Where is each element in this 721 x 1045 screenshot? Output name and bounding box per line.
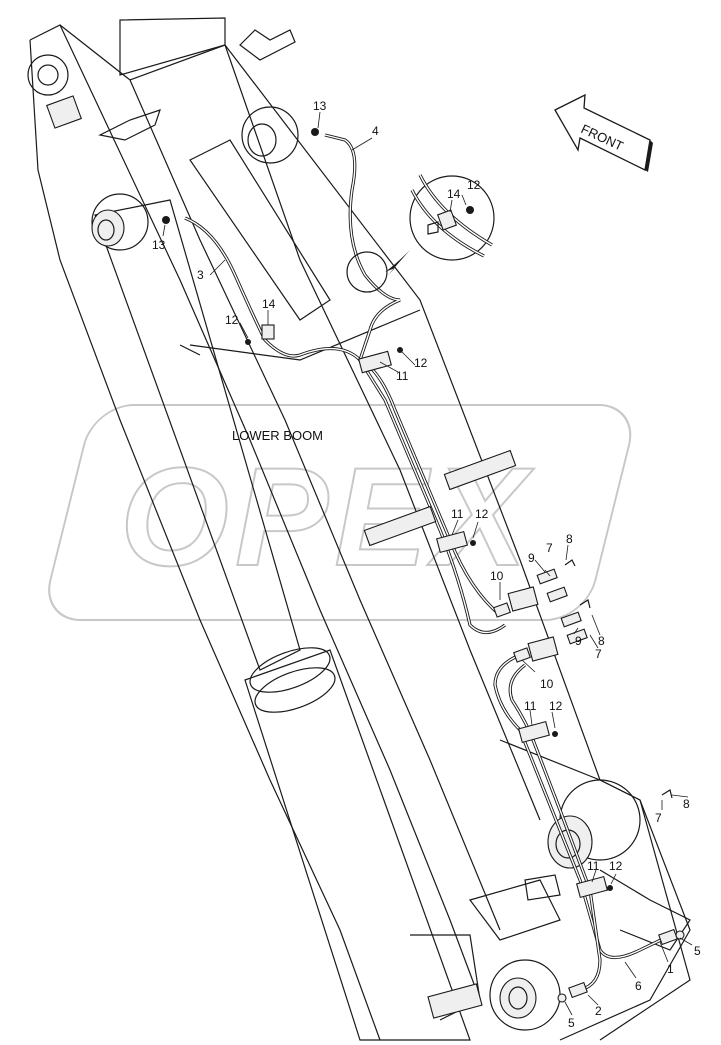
callout-11-mid-clamp: 11 <box>451 507 464 521</box>
callout-7-lower: 7 <box>655 811 662 825</box>
callout-14: 14 <box>262 297 276 311</box>
callout-11-upper-clamp: 11 <box>396 369 409 383</box>
callout-10-upper: 10 <box>490 569 504 583</box>
callout-5-right: 5 <box>694 944 701 958</box>
callout-9-upper: 9 <box>528 551 535 565</box>
lower-boom-label: LOWER BOOM <box>232 428 323 443</box>
callout-12-mid-clamp: 12 <box>475 507 489 521</box>
callout-1: 1 <box>667 962 674 976</box>
callout-6: 6 <box>635 979 642 993</box>
front-arrow-icon: FRONT <box>554 93 653 172</box>
hose-clamps <box>261 324 609 899</box>
callout-8-upper: 8 <box>566 532 573 546</box>
leader-lines <box>162 111 693 1016</box>
callout-12-upper-clamp: 12 <box>414 356 428 370</box>
watermark-text: OPEX <box>120 438 535 595</box>
callout-2: 2 <box>595 1004 602 1018</box>
boom-cylinder <box>91 106 483 1041</box>
detail-callout-14: 14 <box>447 187 461 201</box>
bolts-fittings <box>162 128 685 1003</box>
callout-11-foot-clamp: 11 <box>587 859 600 873</box>
callout-4: 4 <box>372 124 379 138</box>
callouts: 13 4 13 3 14 12 12 11 11 12 8 7 9 10 8 9… <box>152 99 701 1030</box>
callout-12-clip: 12 <box>225 313 239 327</box>
callout-12-lower-clamp: 12 <box>549 699 563 713</box>
callout-3: 3 <box>197 268 204 282</box>
detail-callout-12: 12 <box>467 178 481 192</box>
callout-8-lower: 8 <box>683 797 690 811</box>
callout-11-lower-clamp: 11 <box>524 699 537 713</box>
callout-12-foot-clamp: 12 <box>609 859 623 873</box>
callout-9-lower: 9 <box>575 634 582 648</box>
lower-boom <box>27 17 691 1041</box>
callout-7-middle: 7 <box>595 647 602 661</box>
watermark: OPEX <box>48 404 632 621</box>
callout-10-lower: 10 <box>540 677 554 691</box>
callout-8-middle: 8 <box>598 634 605 648</box>
callout-5-left: 5 <box>568 1016 575 1030</box>
callout-13-lower: 13 <box>152 238 166 252</box>
callout-13-upper: 13 <box>313 99 327 113</box>
detail-view: 14 12 <box>346 174 495 293</box>
callout-7-upper: 7 <box>546 541 553 555</box>
